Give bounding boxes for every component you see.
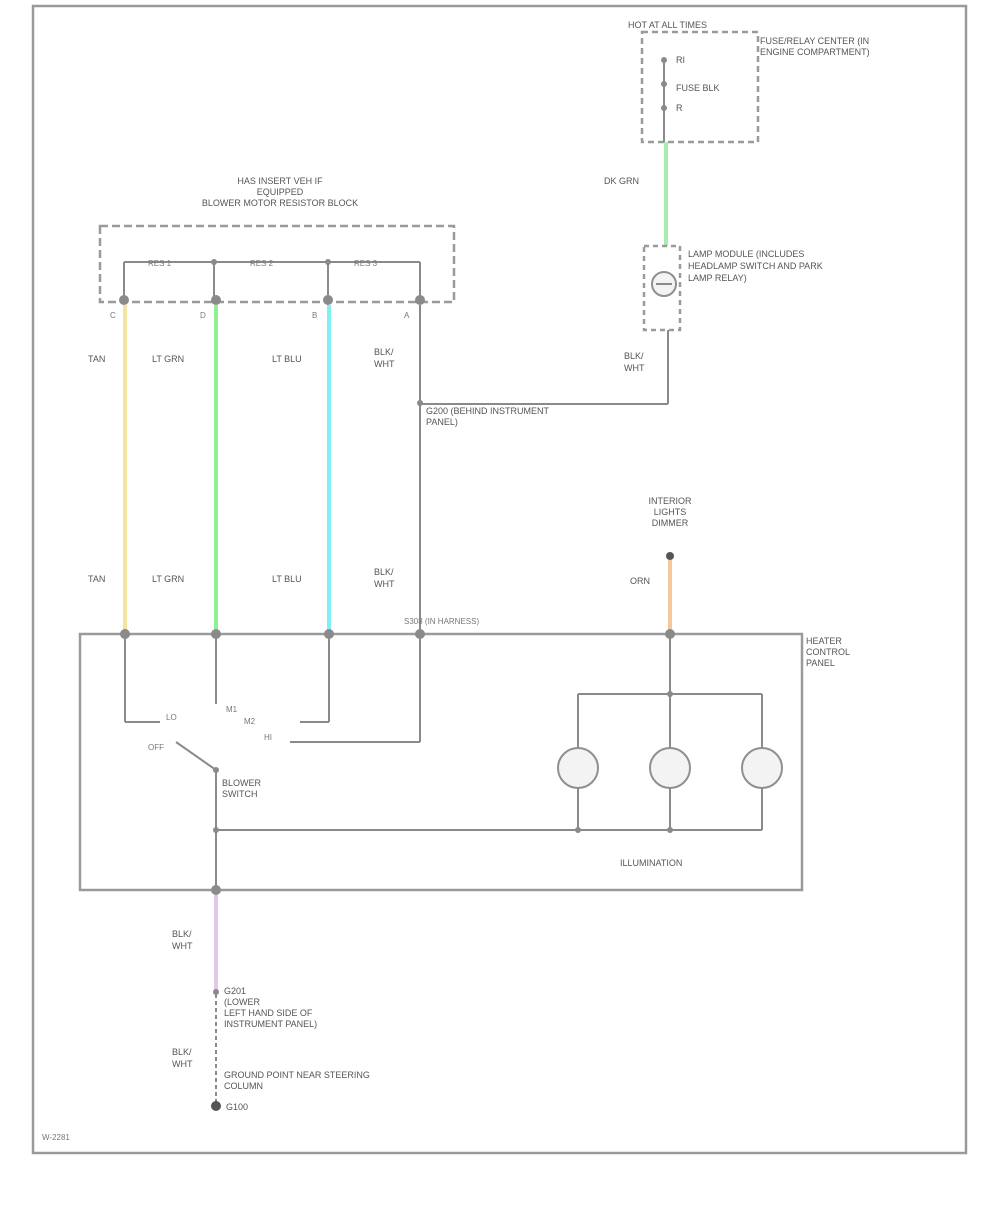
ground-note: GROUND POINT NEAR STEERING COLUMN xyxy=(224,1070,370,1091)
svg-text:HI: HI xyxy=(264,733,272,742)
g201-splice-dot xyxy=(213,989,219,995)
fuse-relay-description: FUSE/RELAY CENTER (IN ENGINE COMPARTMENT… xyxy=(760,36,870,57)
resistor-3-label: RES 3 xyxy=(354,259,378,268)
svg-text:M1: M1 xyxy=(226,705,238,714)
svg-text:A: A xyxy=(404,311,410,320)
upper-label-blk-wht: BLK/ WHT xyxy=(374,347,395,369)
blower-switch: LO M1 M2 HI OFF BLOWER SWITCH xyxy=(124,638,421,890)
illumination-bulb-2 xyxy=(649,747,691,789)
upper-label-lt-grn: LT GRN xyxy=(152,354,184,364)
bottom-wire-label-2: BLK/ WHT xyxy=(172,1047,193,1069)
resistor-block: HAS INSERT VEH IF EQUIPPED BLOWER MOTOR … xyxy=(98,176,456,320)
diagram-code-label: W-2281 xyxy=(42,1133,70,1142)
lower-label-blk-wht: BLK/ WHT xyxy=(374,567,395,589)
interior-lights-terminal xyxy=(666,552,674,560)
illumination-label: ILLUMINATION xyxy=(620,858,682,868)
svg-text:C: C xyxy=(110,311,116,320)
svg-text:M2: M2 xyxy=(244,717,256,726)
svg-text:R: R xyxy=(676,103,683,113)
fuse-relay-title: HOT AT ALL TIMES xyxy=(628,20,707,30)
lamp-module-label: LAMP MODULE (INCLUDES HEADLAMP SWITCH AN… xyxy=(688,249,823,283)
splice-note: S308 (IN HARNESS) xyxy=(404,617,479,626)
svg-text:RI: RI xyxy=(676,55,685,65)
bottom-wire-label-1: BLK/ WHT xyxy=(172,929,193,951)
ground-bottom-label: G100 xyxy=(226,1102,248,1112)
blower-switch-label: BLOWER SWITCH xyxy=(222,778,262,799)
upper-label-tan: TAN xyxy=(88,354,105,364)
ground-splice-label: G200 (BEHIND INSTRUMENT PANEL) xyxy=(426,406,549,427)
svg-text:FUSE BLK: FUSE BLK xyxy=(676,83,720,93)
interior-lights-label: INTERIOR LIGHTS DIMMER xyxy=(648,496,692,528)
svg-text:B: B xyxy=(312,311,317,320)
lower-label-lt-grn: LT GRN xyxy=(152,574,184,584)
svg-text:D: D xyxy=(200,311,206,320)
diagram-frame xyxy=(31,4,968,1155)
resistor-1-label: RES 1 xyxy=(148,259,172,268)
svg-text:OFF: OFF xyxy=(148,743,164,752)
resistor-2-label: RES 2 xyxy=(250,259,274,268)
heater-control-panel-label: HEATER CONTROL PANEL xyxy=(806,636,851,668)
svg-text:LO: LO xyxy=(166,713,177,722)
lamp-module: LAMP MODULE (INCLUDES HEADLAMP SWITCH AN… xyxy=(642,244,823,332)
lower-label-tan: TAN xyxy=(88,574,105,584)
g201-label: G201 (LOWER LEFT HAND SIDE OF INSTRUMENT… xyxy=(224,986,318,1029)
fuse-relay-box: HOT AT ALL TIMES RI FUSE BLK R FUSE/RELA… xyxy=(628,20,870,144)
heater-control-panel-box xyxy=(78,632,804,892)
resistor-block-title: HAS INSERT VEH IF EQUIPPED BLOWER MOTOR … xyxy=(201,176,359,208)
fuse-pin-2: FUSE BLK xyxy=(661,81,720,93)
upper-label-lt-blu: LT BLU xyxy=(272,354,302,364)
dk-grn-wire-label: DK GRN xyxy=(604,176,639,186)
illumination-circuit: ILLUMINATION xyxy=(213,638,783,868)
ground-terminal xyxy=(211,1101,221,1111)
illumination-bulb-1 xyxy=(557,747,599,789)
orn-wire-label: ORN xyxy=(630,576,650,586)
lamp-wire-label: BLK/ WHT xyxy=(624,351,645,373)
illumination-bulb-3 xyxy=(741,747,783,789)
lower-label-lt-blu: LT BLU xyxy=(272,574,302,584)
